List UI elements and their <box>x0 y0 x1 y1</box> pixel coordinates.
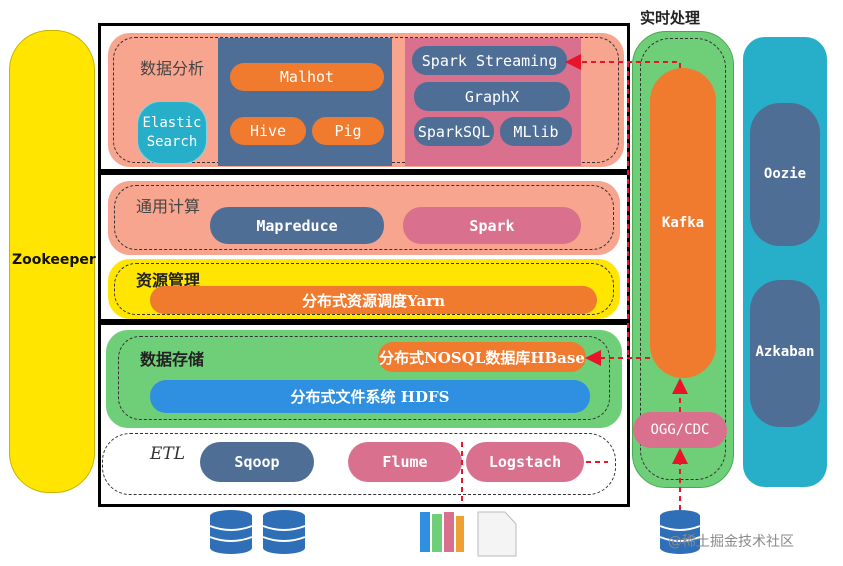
spark-node[interactable]: Spark <box>403 207 581 244</box>
watermark: @稀土掘金技术社区 <box>668 534 794 550</box>
database-icon-3 <box>659 510 701 554</box>
realtime-title: 实时处理 <box>640 9 701 27</box>
kafka-label: Kafka <box>661 215 705 231</box>
arrow-kafka-to-streaming <box>565 54 681 70</box>
storage-frame <box>98 322 630 507</box>
hbase-node[interactable]: 分布式NOSQL数据库HBase <box>378 342 586 372</box>
sparksql-node[interactable]: SparkSQL <box>414 117 494 146</box>
database-icon <box>209 510 253 554</box>
resource-title: 资源管理 <box>136 271 201 290</box>
sqoop-node[interactable]: Sqoop <box>200 442 314 482</box>
elastic-search-label: Elastic Search <box>142 115 202 150</box>
graphx-node[interactable]: GraphX <box>414 82 570 111</box>
flume-node[interactable]: Flume <box>348 442 462 482</box>
mllib-node[interactable]: MLlib <box>500 117 572 146</box>
yarn-node[interactable]: 分布式资源调度Yarn <box>150 286 597 314</box>
ogg-cdc-node[interactable]: OGG/CDC <box>633 412 727 448</box>
realtime-dash <box>640 38 726 480</box>
etl-dash <box>102 433 616 495</box>
resource-dash <box>114 263 614 315</box>
azkaban-node[interactable] <box>750 280 820 427</box>
malhot-node[interactable]: Malhot <box>230 63 384 91</box>
storage-dash <box>118 336 610 420</box>
compute-dash <box>114 185 614 250</box>
oozie-node[interactable] <box>750 103 820 246</box>
document-icon <box>477 511 517 557</box>
binder-icon <box>420 512 464 552</box>
analysis-title: 数据分析 <box>140 59 205 78</box>
kafka-node[interactable] <box>650 68 716 378</box>
spark-streaming-node[interactable]: Spark Streaming <box>412 46 567 75</box>
elastic-search-node[interactable] <box>137 101 207 164</box>
pig-node[interactable]: Pig <box>312 117 384 145</box>
oozie-label: Oozie <box>763 166 807 182</box>
database-icon-2 <box>262 510 306 554</box>
etl-title: ETL <box>150 444 186 464</box>
analysis-frame <box>98 23 630 172</box>
hdfs-node[interactable]: 分布式文件系统 HDFS <box>150 380 590 413</box>
storage-title: 数据存储 <box>140 350 205 369</box>
azkaban-label: Azkaban <box>755 344 815 360</box>
hive-node[interactable]: Hive <box>230 117 306 145</box>
zookeeper-label: Zookeeper <box>12 252 96 268</box>
logstach-node[interactable]: Logstach <box>466 442 584 482</box>
mapreduce-node[interactable]: Mapreduce <box>210 207 384 244</box>
compute-title: 通用计算 <box>136 197 201 216</box>
zookeeper-bar <box>9 30 95 493</box>
